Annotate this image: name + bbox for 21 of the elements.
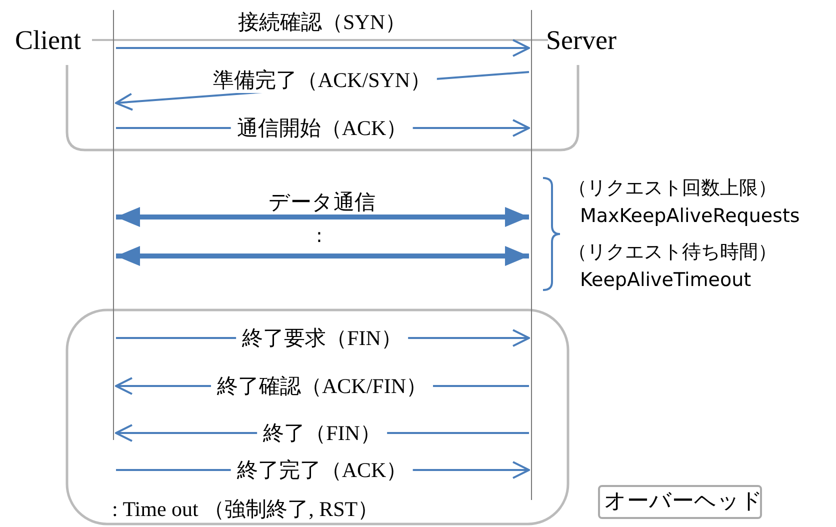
- note-text: MaxKeepAliveRequests: [580, 204, 800, 228]
- message-arrow: [116, 39, 530, 57]
- label-box: [598, 485, 762, 519]
- message-label: データ通信: [268, 189, 376, 215]
- lifeline: [15, 10, 114, 440]
- message-label: 終了要求（FIN）: [236, 325, 408, 351]
- double-arrow: [116, 246, 529, 266]
- ellipsis-mark: :: [316, 224, 322, 248]
- note-text: KeepAliveTimeout: [580, 268, 752, 292]
- note-text: （リクエスト待ち時間）: [568, 240, 777, 264]
- note-text: （リクエスト回数上限）: [568, 176, 777, 200]
- message-label: 終了確認（ACK/FIN）: [211, 373, 433, 399]
- message-label: 接続確認（SYN）: [237, 9, 407, 35]
- note-text: : Time out （強制終了, RST）: [112, 497, 379, 521]
- double-arrow: [116, 207, 529, 227]
- message-label: 終了完了（ACK）: [230, 457, 414, 483]
- participant-name: Client: [15, 25, 81, 55]
- box-label: オーバーヘッド: [604, 488, 763, 516]
- participant-name: Server: [546, 25, 616, 55]
- message-label: 終了（FIN）: [257, 420, 387, 446]
- message-label: 通信開始（ACK）: [230, 115, 414, 141]
